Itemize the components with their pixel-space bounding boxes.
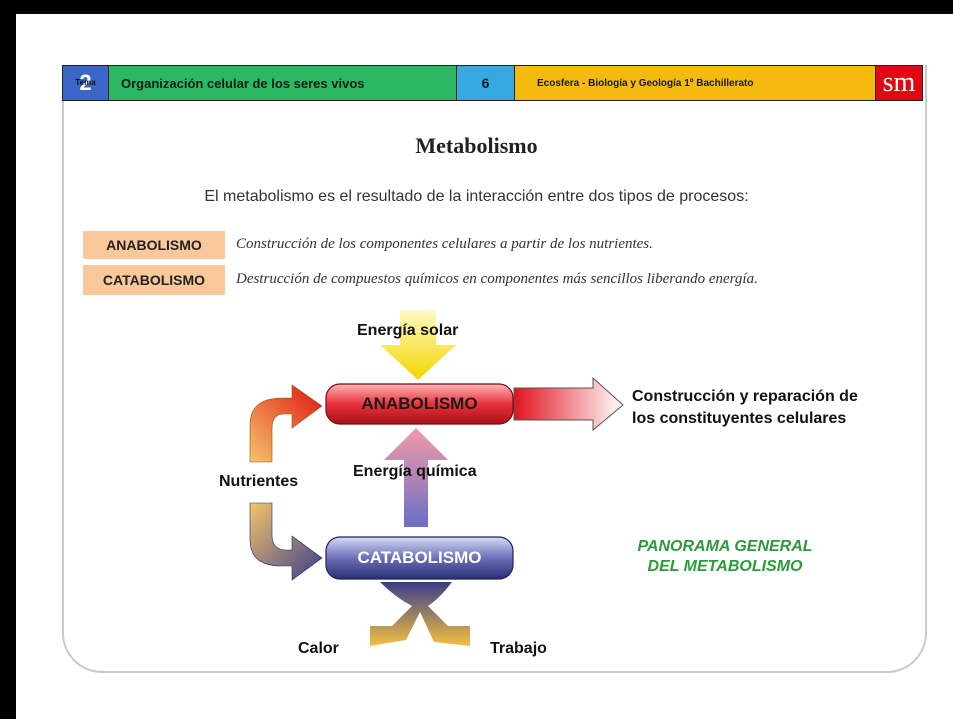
label-anabolismo: ANABOLISMO bbox=[361, 394, 478, 413]
catabolismo-box bbox=[325, 536, 514, 580]
publisher-logo: sm bbox=[876, 65, 923, 101]
term-catabolismo: CATABOLISMO bbox=[83, 265, 225, 295]
label-construccion-1: Construcción y reparación de bbox=[632, 388, 858, 405]
page-title: Metabolismo bbox=[415, 133, 538, 158]
label-trabajo: Trabajo bbox=[490, 640, 547, 657]
tema-label: Tema bbox=[75, 78, 96, 87]
label-construccion-2: los constituyentes celulares bbox=[632, 410, 847, 427]
page-number: 6 bbox=[457, 65, 515, 101]
tema-number: 2 bbox=[79, 70, 92, 95]
slide-header: Tema 2 Organización celular de los seres… bbox=[62, 65, 923, 101]
tema-badge: Tema 2 bbox=[62, 65, 109, 101]
energy-up-arrow bbox=[384, 428, 448, 527]
label-calor: Calor bbox=[298, 640, 339, 657]
def-catabolismo: Destrucción de compuestos químicos en co… bbox=[236, 271, 758, 287]
label-panorama-2: DEL METABOLISMO bbox=[647, 558, 803, 575]
label-nutrientes: Nutrientes bbox=[219, 473, 299, 490]
def-anabolismo: Construcción de los componentes celulare… bbox=[236, 236, 653, 252]
label-panorama-1: PANORAMA GENERAL bbox=[637, 538, 813, 555]
nutrient-arrow-bottom bbox=[249, 502, 323, 581]
book-title: Ecosfera - Biología y Geología 1º Bachil… bbox=[515, 65, 876, 101]
output-arrow bbox=[513, 376, 624, 432]
intro-text: El metabolismo es el resultado de la int… bbox=[204, 188, 749, 205]
solar-arrow bbox=[380, 310, 456, 380]
anabolismo-box bbox=[325, 383, 514, 425]
nutrient-arrow-top bbox=[249, 384, 323, 463]
term-anabolismo: ANABOLISMO bbox=[83, 231, 225, 259]
label-energia-quimica: Energía química bbox=[353, 463, 477, 480]
label-energia-solar: Energía solar bbox=[357, 322, 459, 339]
label-catabolismo: CATABOLISMO bbox=[357, 548, 482, 567]
heat-work-arrows bbox=[370, 582, 470, 646]
unit-title: Organización celular de los seres vivos bbox=[109, 65, 457, 101]
